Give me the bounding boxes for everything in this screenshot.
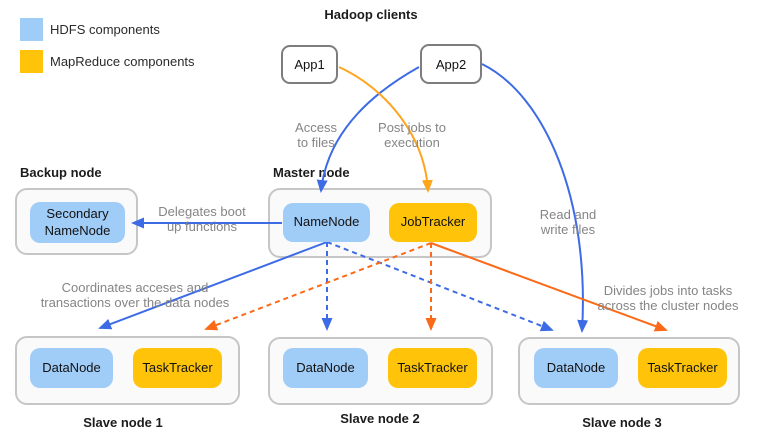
slave2-datanode-label: DataNode: [296, 359, 355, 375]
annotation-post-jobs: Post jobs to execution: [378, 120, 446, 150]
annotation-coordinates-access: Coordinates acceses and transactions ove…: [40, 280, 230, 310]
master-node-title: Master node: [273, 165, 350, 180]
slave3-datanode-node: DataNode: [534, 348, 618, 388]
secondary-namenode-node: Secondary NameNode: [30, 202, 125, 243]
slave1-datanode-label: DataNode: [42, 359, 101, 375]
arrow-read-write-files: [481, 63, 589, 333]
slave3-tasktracker-label: TaskTracker: [647, 359, 718, 375]
hdfs-legend-label: HDFS components: [50, 22, 160, 37]
app2-label: App2: [435, 56, 467, 72]
slave3-tasktracker-node: TaskTracker: [638, 348, 727, 388]
app2-node: App2: [420, 44, 482, 84]
slave-node-2-title: Slave node 2: [340, 411, 420, 426]
slave-node-3-title: Slave node 3: [582, 415, 662, 430]
jobtracker-node: JobTracker: [389, 203, 477, 242]
slave3-datanode-label: DataNode: [546, 359, 606, 375]
slave1-tasktracker-label: TaskTracker: [142, 359, 213, 375]
annotation-delegates-boot: Delegates boot up functions: [158, 204, 246, 234]
annotation-divides-jobs: Divides jobs into tasks across the clust…: [597, 283, 739, 313]
slave1-datanode-node: DataNode: [30, 348, 113, 388]
annotation-read-write-files: Read and write files: [539, 207, 597, 237]
hdfs-legend-swatch: [20, 18, 43, 41]
app1-label: App1: [294, 57, 325, 72]
slave2-tasktracker-node: TaskTracker: [388, 348, 477, 388]
jobtracker-label: JobTracker: [400, 214, 466, 230]
namenode-node: NameNode: [283, 203, 370, 242]
slave2-tasktracker-label: TaskTracker: [397, 359, 468, 375]
slave1-tasktracker-node: TaskTracker: [133, 348, 222, 388]
hadoop-clients-title: Hadoop clients: [324, 7, 418, 22]
mapreduce-legend-swatch: [20, 50, 43, 73]
mapreduce-legend-label: MapReduce components: [50, 54, 195, 69]
backup-node-title: Backup node: [20, 165, 102, 180]
slave-node-1-title: Slave node 1: [83, 415, 163, 430]
secondary-namenode-label: Secondary NameNode: [44, 206, 111, 238]
slave2-datanode-node: DataNode: [283, 348, 368, 388]
namenode-label: NameNode: [293, 214, 360, 230]
annotation-access-to-files: Access to files: [295, 120, 337, 150]
app1-node: App1: [281, 45, 338, 84]
